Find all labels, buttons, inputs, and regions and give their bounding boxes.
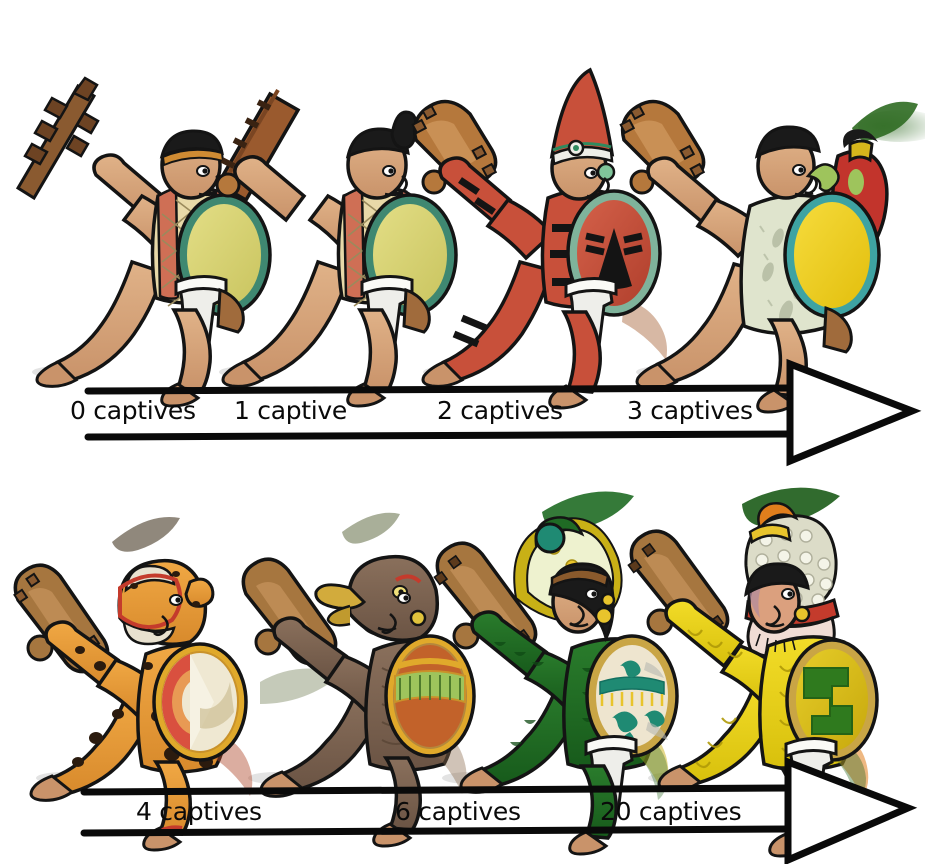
earring: [594, 606, 614, 626]
eagle-eye-mark: [395, 574, 422, 584]
axis-labels-top: 0 captives 1 captive 2 captives 3 captiv…: [70, 396, 753, 425]
helmet-plume: [342, 512, 400, 544]
label-0-captives: 0 captives: [70, 396, 196, 425]
raised-arm: [646, 156, 721, 225]
chimalli-shield: [585, 634, 679, 758]
ear-ornament: [409, 609, 427, 627]
leg-stripes: [452, 314, 488, 348]
eagle-beak: [314, 583, 367, 610]
chimalli-shield: [785, 638, 879, 762]
helmet-plume: [112, 517, 180, 552]
hair: [744, 562, 810, 598]
plume-collar: [748, 523, 792, 545]
rear-foot-behind-shield: [402, 287, 431, 334]
sandal-back: [29, 774, 75, 802]
warrior-rank-green-otomi: [433, 491, 679, 856]
raised-arm: [233, 155, 307, 223]
warrior-rank-2: [411, 67, 667, 410]
stepped-fret-glyph: [803, 667, 853, 735]
label-4-captives: 4 captives: [136, 797, 262, 826]
progression-arrow-top-wrap: 0 captives 1 captive 2 captives 3 captiv…: [70, 358, 922, 467]
jaguar-ear: [184, 577, 215, 608]
label-20-captives: 20 captives: [600, 797, 742, 826]
arm-stripes: [458, 177, 496, 215]
jaguar-upper-teeth: [124, 564, 176, 593]
earring: [793, 605, 811, 623]
macuahuitl-bladed: [411, 99, 498, 187]
belt: [784, 737, 838, 759]
warrior-row-bottom: 4 captives 6 captives 20 captives: [0, 470, 925, 864]
warrior-row-top: 0 captives 1 captive 2 captives 3 captiv…: [15, 67, 925, 467]
hair: [159, 129, 224, 159]
progression-arrow-bottom: [80, 784, 794, 837]
sandal-front: [756, 388, 797, 414]
shield-band: [599, 676, 665, 696]
label-2-captives: 2 captives: [437, 396, 563, 425]
sandal-back: [35, 360, 79, 388]
shield-device-bars: [585, 232, 643, 244]
plume-base-orange: [757, 502, 799, 531]
belt: [584, 735, 638, 757]
hair-band: [550, 568, 610, 589]
club-pommel: [26, 634, 54, 662]
rear-foot-behind-shield: [216, 287, 245, 334]
necklace: [755, 633, 796, 653]
shield-gold-band: [397, 658, 463, 669]
warrior-rank-1: [215, 88, 458, 408]
warrior-rank-4-jaguar: [13, 517, 253, 852]
sandal-front: [568, 830, 609, 856]
label-1-captive: 1 captive: [234, 396, 348, 425]
club-pommel: [215, 172, 241, 198]
hair: [754, 125, 821, 159]
shield-fringe: [622, 300, 667, 360]
warrior-figures-bottom: [13, 487, 879, 858]
arrow-head-bottom: [784, 756, 918, 864]
headdress-jewel: [534, 522, 566, 554]
raised-arm: [272, 616, 349, 683]
progression-arrow-bottom-wrap: 4 captives 6 captives 20 captives: [0, 470, 925, 864]
sandal-back: [421, 360, 465, 388]
belt: [564, 277, 618, 299]
raised-arm: [470, 610, 549, 679]
ear-stud: [600, 592, 616, 608]
warrior-rank-3: [619, 99, 925, 414]
plume-collar: [848, 139, 874, 163]
axis-labels-bottom: 4 captives 6 captives 20 captives: [0, 470, 925, 864]
rear-foot-behind-shield: [822, 305, 853, 354]
macuahuitl-bladed: [619, 99, 706, 187]
macuahuitl-spiked: [15, 76, 100, 201]
eagle-beak-lower: [326, 604, 351, 627]
raised-arm: [664, 598, 745, 669]
label-3-captives: 3 captives: [627, 396, 753, 425]
warrior-rank-6-eagle: [241, 512, 476, 848]
label-6-captives: 6 captives: [395, 797, 521, 826]
shield-hook-ornament: [805, 163, 840, 193]
shield-device-triangle: [596, 228, 632, 289]
back-device-spot: [848, 169, 864, 195]
arrow-head-top: [786, 358, 922, 467]
warrior-figures-top: [15, 67, 925, 414]
chimalli-shield: [384, 634, 476, 758]
sandal-back: [221, 360, 265, 388]
plume-base: [843, 129, 878, 148]
chimalli-shield: [152, 642, 248, 762]
progression-arrow-top: [84, 384, 796, 441]
feather-blur: [260, 668, 342, 704]
